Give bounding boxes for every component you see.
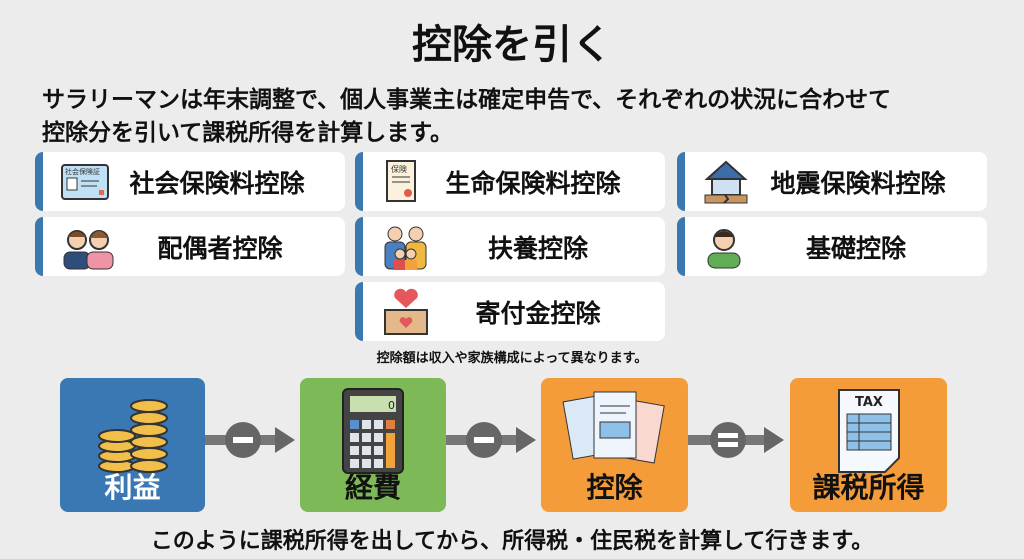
- certificate-icon: 保険: [386, 159, 416, 202]
- equals-operator: [688, 422, 784, 458]
- deduction-card-dependents: 扶養控除: [355, 217, 665, 276]
- deduction-card-social-insurance: 社会保険証 社会保険料控除: [35, 152, 345, 211]
- deduction-label: 地震保険料控除: [770, 168, 946, 198]
- deduction-card-donation: 寄付金控除: [355, 282, 665, 341]
- flow-step-label: 利益: [104, 471, 161, 504]
- deduction-label: 基礎控除: [805, 233, 906, 263]
- deduction-card-spouse: 配偶者控除: [35, 217, 345, 276]
- tax-document-icon: TAX: [837, 389, 900, 473]
- minus-operator-2: [446, 422, 536, 458]
- deduction-label: 生命保険料控除: [445, 168, 621, 198]
- coins-icon: [97, 399, 168, 473]
- deduction-label: 寄付金控除: [475, 298, 601, 328]
- person-icon: [707, 228, 741, 268]
- flow-step-deductions: 控除: [541, 378, 688, 512]
- subtitle-line-1: サラリーマンは年末調整で、個人事業主は確定申告で、それぞれの状況に合わせて: [42, 87, 892, 113]
- family-icon: [384, 226, 427, 270]
- svg-text:社会保険証: 社会保険証: [65, 167, 100, 176]
- flow-step-taxable-income: TAX 課税所得: [790, 378, 947, 512]
- deduction-card-earthquake-insurance: 地震保険料控除: [677, 152, 987, 211]
- deduction-note: 控除額は収入や家族構成によって異なります。: [376, 351, 648, 366]
- flow-step-profit: 利益: [60, 378, 205, 512]
- subtitle-line-2: 控除分を引いて課税所得を計算します。: [42, 120, 454, 146]
- damaged-house-icon: [704, 160, 748, 204]
- flow-step-expenses: 0 経費: [300, 378, 446, 512]
- deduction-label: 扶養控除: [487, 233, 588, 263]
- documents-icon: [562, 391, 665, 464]
- page-title: 控除を引く: [412, 22, 612, 68]
- flow-step-label: 控除: [586, 471, 643, 504]
- conclusion-text: このように課税所得を出してから、所得税・住民税を計算して行きます。: [150, 529, 874, 554]
- svg-text:保険: 保険: [391, 164, 407, 174]
- flow-step-label: 課税所得: [812, 471, 925, 504]
- deduction-label: 配偶者控除: [157, 233, 283, 263]
- minus-operator-1: [205, 422, 295, 458]
- donation-box-icon: [384, 288, 428, 335]
- insurance-card-icon: 社会保険証: [61, 163, 109, 200]
- couple-icon: [63, 229, 114, 269]
- calculator-icon: 0: [342, 388, 404, 474]
- svg-text:0: 0: [388, 399, 395, 412]
- svg-text:TAX: TAX: [855, 395, 883, 410]
- deduction-card-life-insurance: 保険 生命保険料控除: [355, 152, 665, 211]
- deduction-label: 社会保険料控除: [129, 168, 305, 198]
- deduction-card-basic: 基礎控除: [677, 217, 987, 276]
- flow-step-label: 経費: [344, 471, 401, 504]
